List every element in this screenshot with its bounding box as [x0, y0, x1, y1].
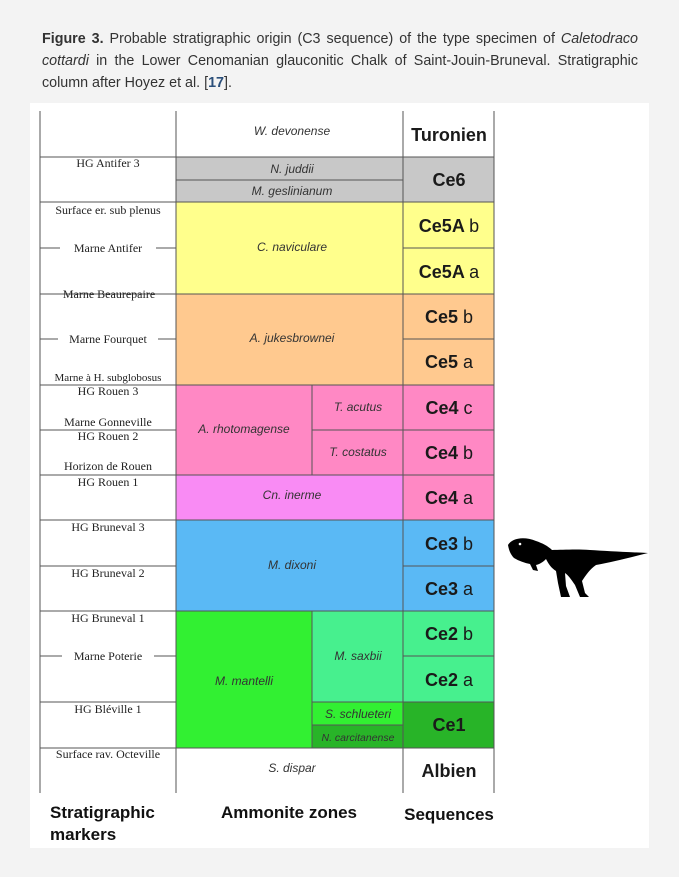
marker-marne-poterie: Marne Poterie [74, 649, 142, 663]
seq-ce6-box [403, 157, 494, 202]
reference-link[interactable]: 17 [208, 75, 224, 91]
seq-albien-box [403, 748, 494, 793]
marker-hg-rouen-2: HG Rouen 2 [78, 429, 139, 443]
marker-surface-sub-plenus: Surface er. sub plenus [55, 203, 161, 217]
zone-juddii-box [176, 157, 403, 180]
seq-ce3-b-box [403, 520, 494, 566]
zone-dispar-box [176, 748, 403, 793]
grid-lines [39, 111, 495, 793]
zone-acutus-box [312, 385, 403, 430]
marker-hg-antifer-3: HG Antifer 3 [76, 156, 139, 170]
header-ammonite-zones: Ammonite zones [221, 803, 357, 822]
zone-costatus-label: T. costatus [329, 445, 387, 459]
zone-inerme-box [176, 475, 403, 520]
figure-label: Figure 3. [42, 31, 104, 47]
figure-caption: Figure 3. Probable stratigraphic origin … [42, 28, 638, 94]
zone-carcitanense-box [312, 725, 403, 748]
header-markers-line2: markers [50, 825, 116, 844]
seq-ce5-b-label: Ce5 b [425, 307, 473, 327]
zone-mantelli-label: M. mantelli [215, 674, 273, 688]
zone-dispar-label: S. dispar [268, 761, 316, 775]
zone-geslinianum-label: M. geslinianum [252, 184, 333, 198]
seq-ce4-c-box [403, 385, 494, 430]
caption-text-2: in the Lower Cenomanian glauconitic Chal… [42, 53, 638, 91]
species-name: Caletodraco cottardi [42, 31, 638, 69]
seq-ce5a-a-label: Ce5A a [419, 262, 480, 282]
zone-rhotomagense-label: A. rhotomagense [197, 422, 290, 436]
stratigraphic-figure: HG Antifer 3 Surface er. sub plenus Marn… [30, 103, 649, 848]
marker-hg-bruneval-2: HG Bruneval 2 [71, 566, 144, 580]
zone-jukesbrownei-box [176, 294, 403, 385]
marker-surface-octeville: Surface rav. Octeville [56, 747, 160, 761]
caption-text-3: ]. [223, 75, 232, 91]
seq-ce5a-b-box [403, 202, 494, 248]
seq-ce2-a-box [403, 656, 494, 702]
zone-rhotomagense-box [176, 385, 312, 475]
marker-marne-subglobosus: Marne à H. subglobosus [55, 372, 162, 384]
zone-inerme-label: Cn. inerme [263, 488, 322, 502]
zone-devonense-label: W. devonense [254, 124, 331, 138]
caption-text-1: Probable stratigraphic origin (C3 sequen… [103, 31, 561, 47]
seq-ce4-c-label: Ce4 c [425, 398, 472, 418]
seq-ce5-a-box [403, 339, 494, 385]
marker-marne-gonneville: Marne Gonneville [64, 415, 152, 429]
seq-ce6-label: Ce6 [432, 170, 465, 190]
zone-jukesbrownei-label: A. jukesbrownei [249, 331, 335, 345]
seq-ce3-b-label: Ce3 b [425, 534, 473, 554]
seq-albien-label: Albien [421, 761, 476, 781]
zone-geslinianum-box [176, 180, 403, 202]
zone-naviculare-box [176, 202, 403, 294]
zone-naviculare-label: C. naviculare [257, 240, 327, 254]
seq-ce2-b-label: Ce2 b [425, 624, 473, 644]
seq-ce5a-b-label: Ce5A b [419, 216, 479, 236]
zone-costatus-box [312, 430, 403, 475]
marker-horizon-de-rouen: Horizon de Rouen [64, 459, 152, 473]
seq-ce4-a-box [403, 475, 494, 520]
zone-dixoni-label: M. dixoni [268, 558, 316, 572]
header-markers-line1: Stratigraphic [50, 803, 155, 822]
zone-acutus-label: T. acutus [334, 400, 382, 414]
seq-ce5-b-box [403, 294, 494, 339]
marker-marne-fourquet: Marne Fourquet [69, 332, 147, 346]
zone-schlueteri-label: S. schlueteri [325, 707, 391, 721]
zone-saxbii-box [312, 611, 403, 702]
seq-ce1-box [403, 702, 494, 748]
zone-schlueteri-box [312, 702, 403, 725]
marker-hg-bruneval-1: HG Bruneval 1 [71, 611, 144, 625]
theropod-silhouette-icon [508, 538, 648, 597]
seq-ce4-a-label: Ce4 a [425, 488, 474, 508]
zone-mantelli-box [176, 611, 312, 748]
seq-turonien-label: Turonien [411, 125, 487, 145]
zone-carcitanense-label: N. carcitanense [322, 732, 395, 744]
marker-hg-bruneval-3: HG Bruneval 3 [71, 520, 144, 534]
seq-ce2-a-label: Ce2 a [425, 670, 474, 690]
seq-ce4-b-label: Ce4 b [425, 443, 473, 463]
seq-ce1-label: Ce1 [432, 715, 465, 735]
marker-hg-rouen-3: HG Rouen 3 [78, 384, 139, 398]
seq-ce5a-a-box [403, 248, 494, 294]
marker-hg-bleville-1: HG Bléville 1 [74, 702, 141, 716]
zone-dixoni-box [176, 520, 403, 611]
seq-ce5-a-label: Ce5 a [425, 352, 474, 372]
seq-ce3-a-box [403, 566, 494, 611]
markers-column [40, 111, 176, 793]
zone-devonense-box [176, 111, 403, 157]
zone-saxbii-label: M. saxbii [334, 649, 382, 663]
seq-ce4-b-box [403, 430, 494, 475]
seq-ce2-b-box [403, 611, 494, 656]
marker-marne-antifer: Marne Antifer [74, 241, 142, 255]
marker-hg-rouen-1: HG Rouen 1 [78, 475, 139, 489]
stratigraphic-column: HG Antifer 3 Surface er. sub plenus Marn… [39, 111, 648, 844]
seq-turonien-box [403, 111, 494, 157]
zone-juddii-label: N. juddii [270, 162, 314, 176]
seq-ce3-a-label: Ce3 a [425, 579, 474, 599]
marker-marne-beaurepaire: Marne Beaurepaire [63, 287, 155, 301]
header-sequences: Sequences [404, 805, 494, 824]
